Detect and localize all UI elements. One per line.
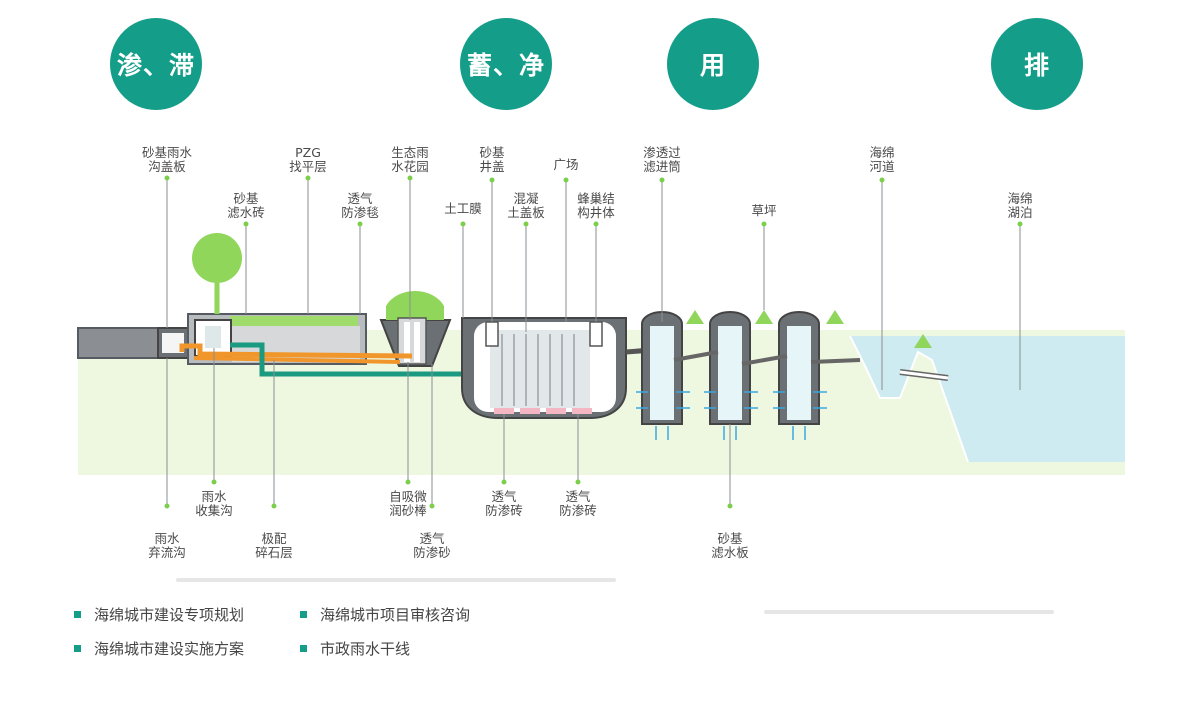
label-geomembrane: 土工膜 xyxy=(444,201,482,216)
faint-stroke xyxy=(176,578,616,582)
bullet-square-icon xyxy=(300,645,307,652)
slope-marker xyxy=(914,334,932,348)
legend-item-label: 海绵城市建设实施方案 xyxy=(94,640,245,658)
slope-marker xyxy=(755,310,773,324)
bullet-square-icon xyxy=(74,645,81,652)
teal-pipe xyxy=(230,342,468,377)
tree xyxy=(192,233,242,283)
label-rain-discard-ditch: 雨水 弃流沟 xyxy=(148,531,186,560)
label-sand-well-cover: 砂基 井盖 xyxy=(479,145,505,174)
label-concrete-cover: 混凝 土盖板 xyxy=(507,191,545,220)
slope-marker xyxy=(686,310,704,324)
label-sponge-river: 海绵 河道 xyxy=(869,145,895,174)
legend-item-label: 海绵城市项目审核咨询 xyxy=(320,606,471,624)
label-pzg: PZG 找平层 xyxy=(289,145,327,174)
label-sand-trench-cover: 砂基雨水 沟盖板 xyxy=(141,145,193,174)
label-filter-tube: 渗透过 滤进筒 xyxy=(643,145,681,174)
stage-circle-infiltrate: 渗、滞 xyxy=(110,18,202,110)
label-lawn: 草坪 xyxy=(751,203,777,218)
label-plaza: 广场 xyxy=(553,157,579,172)
legend-item-planning[interactable]: 海绵城市建设专项规划 xyxy=(74,604,244,625)
legend-item-review[interactable]: 海绵城市项目审核咨询 xyxy=(300,604,470,625)
label-honeycomb-well: 蜂巢结 构井体 xyxy=(577,191,615,220)
legend-item-implementation[interactable]: 海绵城市建设实施方案 xyxy=(74,638,244,659)
legend-item-trunk-line[interactable]: 市政雨水干线 xyxy=(300,638,410,659)
stage-circle-store: 蓄、净 xyxy=(460,18,552,110)
faint-stroke xyxy=(764,610,1054,614)
legend-item-label: 市政雨水干线 xyxy=(320,640,411,658)
label-breathable-brick-1: 透气 防渗砖 xyxy=(485,489,523,518)
stage-circle-use: 用 xyxy=(667,18,759,110)
label-rain-garden: 生态雨 水花园 xyxy=(391,145,429,174)
label-sponge-lake: 海绵 湖泊 xyxy=(1007,191,1033,220)
label-graded-gravel: 极配 碎石层 xyxy=(255,531,293,560)
label-breathable-sand: 透气 防渗砂 xyxy=(413,531,451,560)
label-breathable-brick-2: 透气 防渗砖 xyxy=(559,489,597,518)
orange-pipe xyxy=(179,343,413,359)
label-sand-brick: 砂基 滤水砖 xyxy=(227,191,265,220)
label-self-absorb-rod: 自吸微 润砂棒 xyxy=(389,489,427,518)
filter-tube-unit xyxy=(709,311,751,425)
filter-tube-unit xyxy=(778,311,820,425)
label-rain-collect-ditch: 雨水 收集沟 xyxy=(195,489,233,518)
road-slab xyxy=(77,327,159,359)
slope-marker xyxy=(826,310,844,324)
label-breathable-felt: 透气 防渗毯 xyxy=(341,191,379,220)
water-body xyxy=(850,336,1125,462)
label-sand-filter-board: 砂基 滤水板 xyxy=(711,531,749,560)
stage-circle-drain: 排 xyxy=(991,18,1083,110)
bullet-square-icon xyxy=(300,611,307,618)
filter-tube-unit xyxy=(641,311,683,425)
legend-item-label: 海绵城市建设专项规划 xyxy=(94,606,245,624)
bullet-square-icon xyxy=(74,611,81,618)
